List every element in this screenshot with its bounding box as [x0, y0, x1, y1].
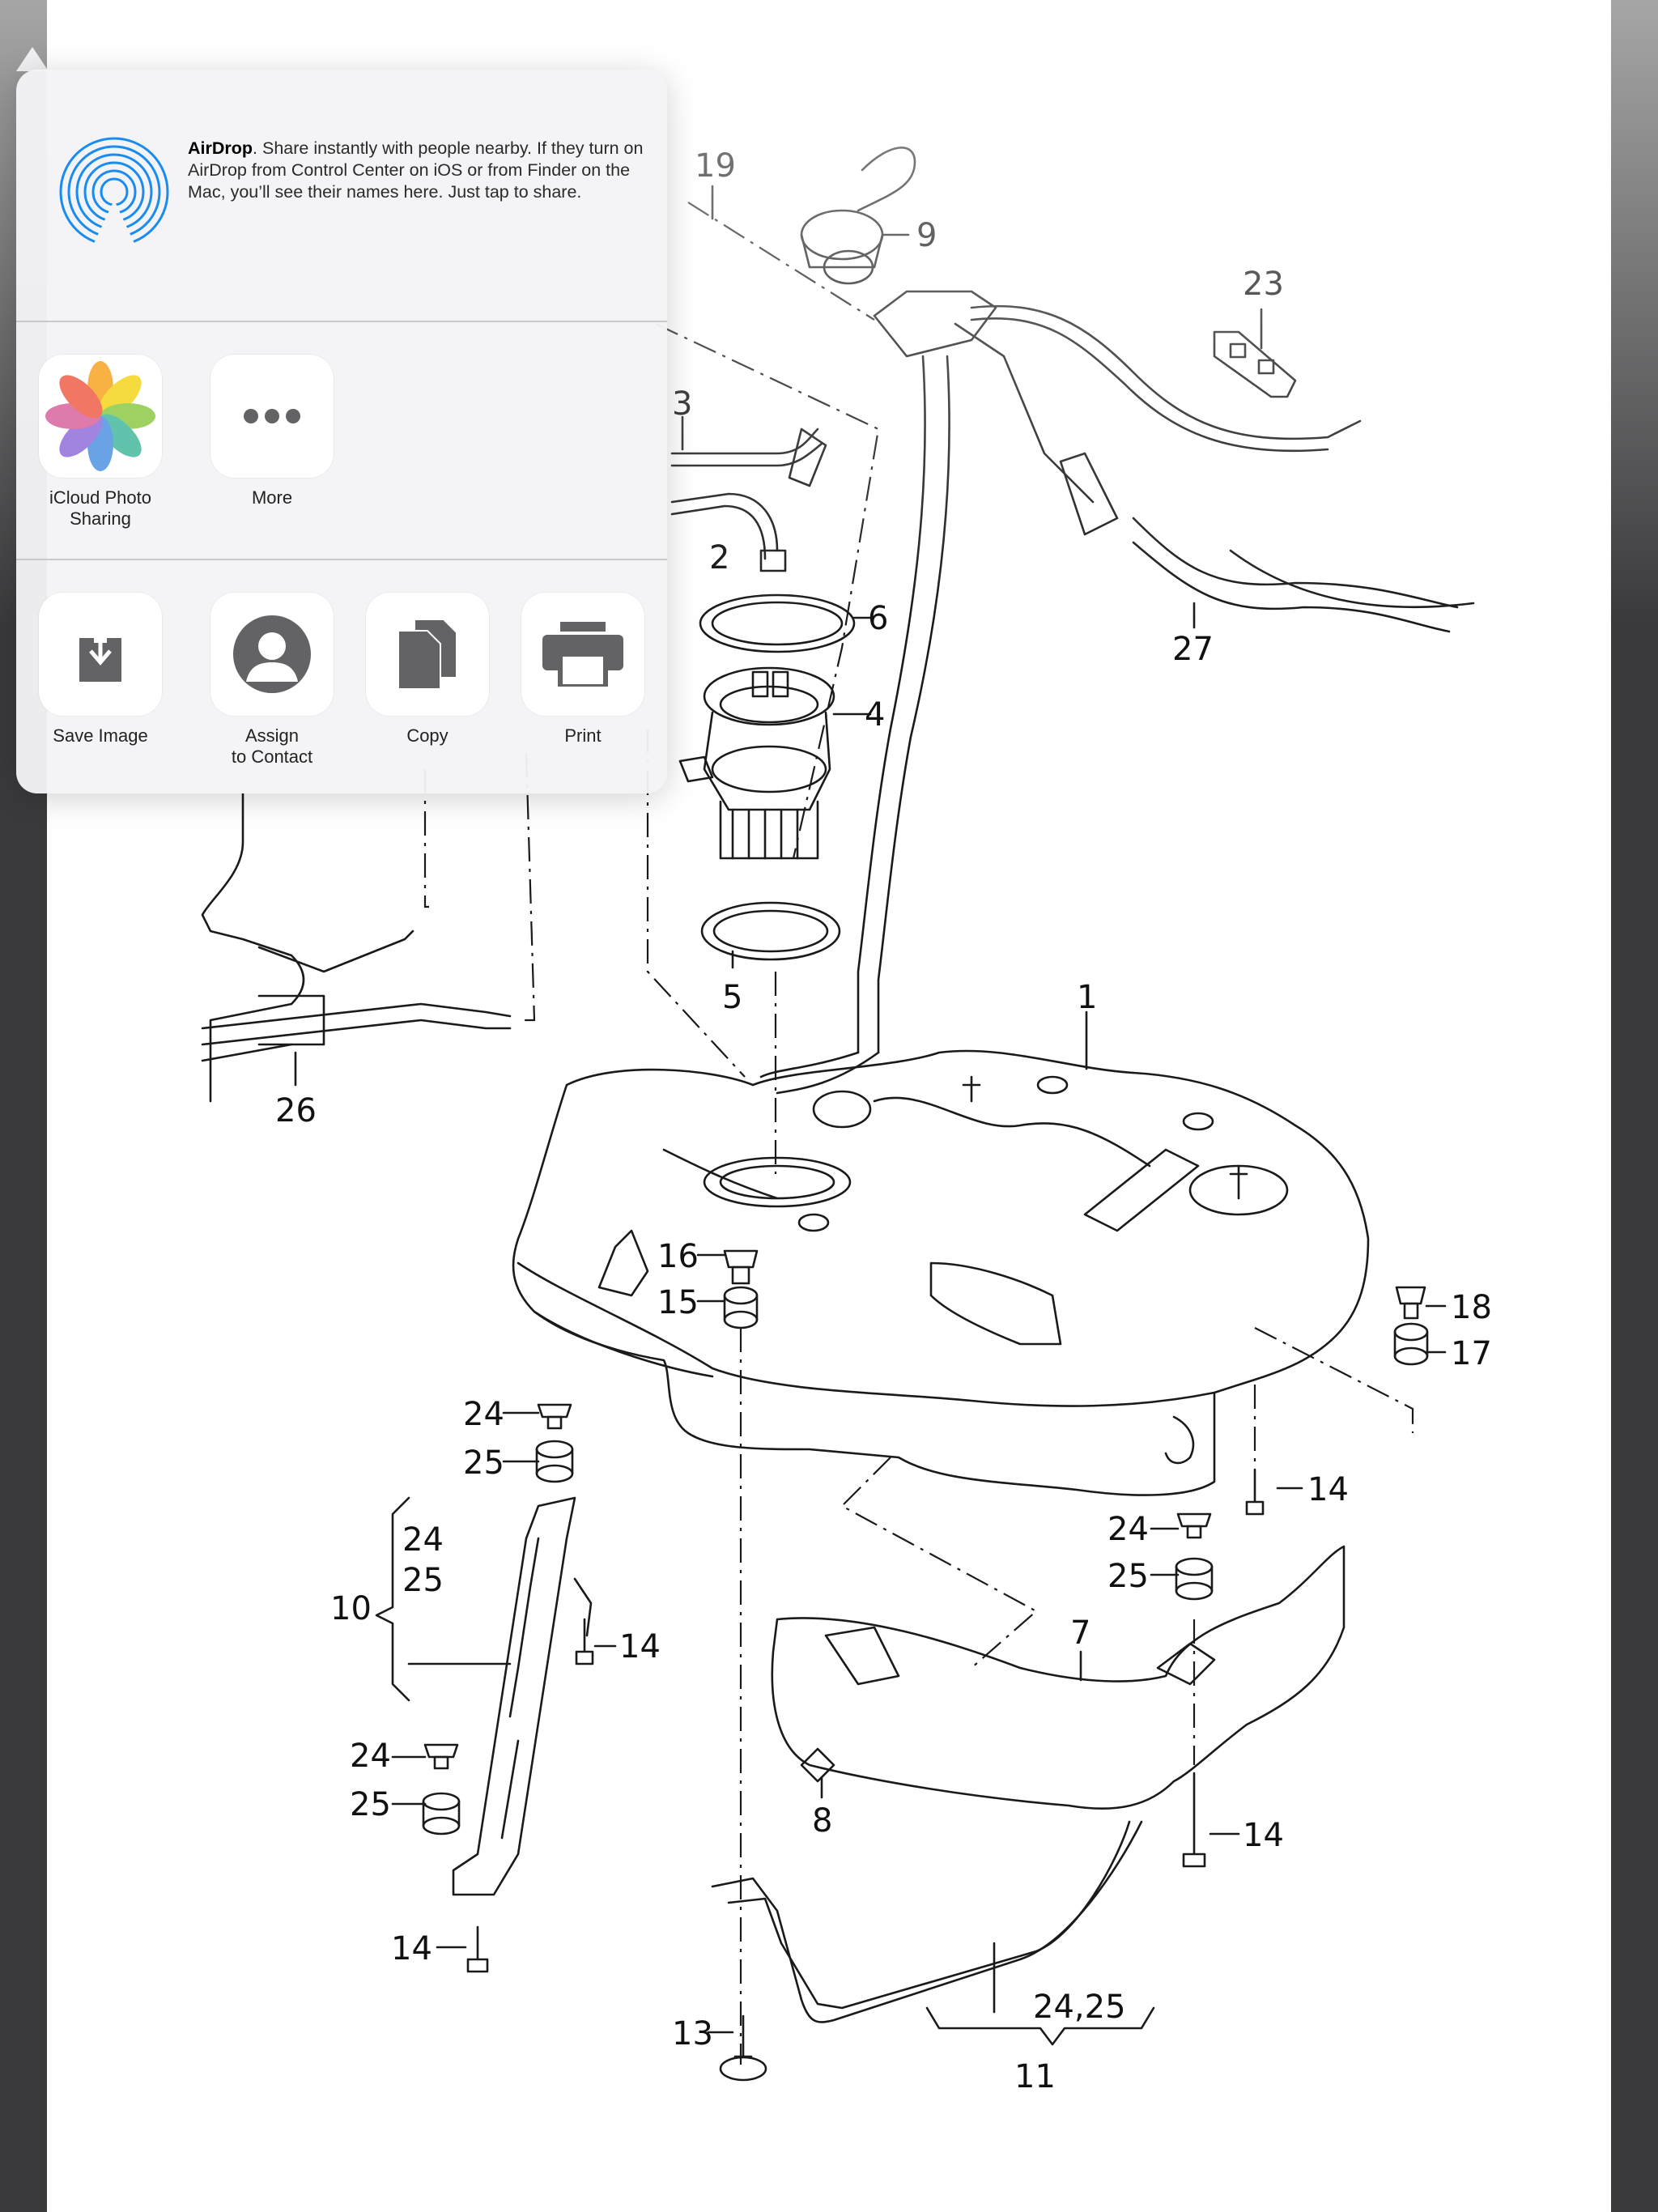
part-label: 1 — [1077, 979, 1097, 1016]
part-label: 3 — [672, 385, 692, 423]
save-image-button[interactable]: Save Image — [39, 593, 162, 747]
contact-icon — [233, 615, 311, 693]
part-label: 6 — [868, 600, 888, 637]
more-dots-icon — [244, 409, 300, 423]
strap-10 — [452, 1496, 593, 1896]
part-label: 14 — [1243, 1817, 1284, 1854]
part-label: 5 — [722, 979, 742, 1016]
part-label: 14 — [1307, 1471, 1349, 1508]
more-apps-button[interactable]: More — [210, 355, 334, 508]
part-label: 11 — [1014, 2058, 1056, 2095]
part-label: 27 — [1172, 631, 1214, 668]
copy-button[interactable]: Copy — [366, 593, 489, 747]
airdrop-icon — [59, 137, 169, 247]
tile-label: iCloud Photo Sharing — [49, 487, 151, 529]
tile-label: Assign to Contact — [231, 725, 313, 767]
part-label: 2 — [709, 539, 729, 576]
fuel-cap — [800, 147, 916, 285]
airdrop-section[interactable]: AirDrop. Share instantly with people nea… — [16, 70, 667, 321]
fuel-tank-1 — [512, 1049, 1370, 1496]
part-label: 24 — [350, 1738, 391, 1775]
popover-arrow — [16, 47, 49, 71]
heat-shield-7 — [771, 1545, 1346, 1810]
icloud-photos-icon — [45, 361, 155, 471]
part-label: 4 — [865, 696, 885, 734]
part-label: 14 — [391, 1930, 432, 1967]
part-label: 24,25 — [1033, 1989, 1126, 2026]
line-bundle-26 — [201, 792, 512, 1103]
part-label: 18 — [1451, 1289, 1492, 1326]
part-label: 13 — [672, 2015, 713, 2052]
print-icon — [542, 622, 623, 687]
divider — [16, 321, 667, 322]
part-label: 24 — [402, 1521, 444, 1559]
part-label: 10 — [330, 1590, 372, 1627]
tile-label: Print — [564, 725, 602, 746]
airdrop-description: AirDrop. Share instantly with people nea… — [188, 138, 649, 203]
airdrop-title: AirDrop — [188, 138, 253, 158]
copy-icon — [397, 619, 457, 690]
part-label: 25 — [463, 1444, 504, 1482]
more-tile — [210, 355, 334, 478]
part-label: 25 — [402, 1562, 444, 1599]
print-tile — [521, 593, 644, 716]
fuel-pump-4 — [678, 666, 835, 860]
airdrop-body: . Share instantly with people nearby. If… — [188, 138, 644, 202]
save-image-icon — [79, 625, 121, 682]
part-label: 15 — [657, 1284, 699, 1321]
part-label: 9 — [916, 217, 937, 254]
part-label: 16 — [657, 1238, 699, 1275]
part-label: 25 — [350, 1786, 391, 1823]
lock-ring-5 — [700, 901, 841, 961]
assign-to-contact-button[interactable]: Assign to Contact — [210, 593, 334, 768]
grommets-and-bolts — [422, 1249, 1429, 2082]
contact-tile — [210, 593, 334, 716]
fuel-lines — [670, 428, 827, 572]
part-label: 24 — [1107, 1511, 1149, 1548]
print-button[interactable]: Print — [521, 593, 644, 747]
filler-neck — [759, 290, 1475, 1095]
part-label: 26 — [275, 1092, 317, 1129]
seal-6 — [699, 593, 856, 653]
part-label: 25 — [1107, 1558, 1149, 1595]
divider — [16, 559, 667, 560]
tile-label: More — [251, 487, 293, 508]
part-label: 24 — [463, 1396, 504, 1433]
tile-label: Copy — [406, 725, 449, 746]
clip-23 — [1213, 330, 1297, 398]
strap-11 — [711, 1820, 1143, 2023]
part-label: 23 — [1243, 266, 1284, 303]
part-label: 7 — [1070, 1614, 1090, 1652]
copy-tile — [366, 593, 489, 716]
save-image-tile — [39, 593, 162, 716]
icloud-photo-sharing-button[interactable]: iCloud Photo Sharing — [39, 355, 162, 530]
tile-label: Save Image — [53, 725, 148, 746]
icloud-photos-tile — [39, 355, 162, 478]
part-label: 17 — [1451, 1335, 1492, 1372]
part-label: 8 — [812, 1802, 832, 1840]
part-label: 14 — [619, 1628, 661, 1665]
part-label: 19 — [695, 147, 736, 185]
share-sheet: AirDrop. Share instantly with people nea… — [16, 70, 667, 793]
